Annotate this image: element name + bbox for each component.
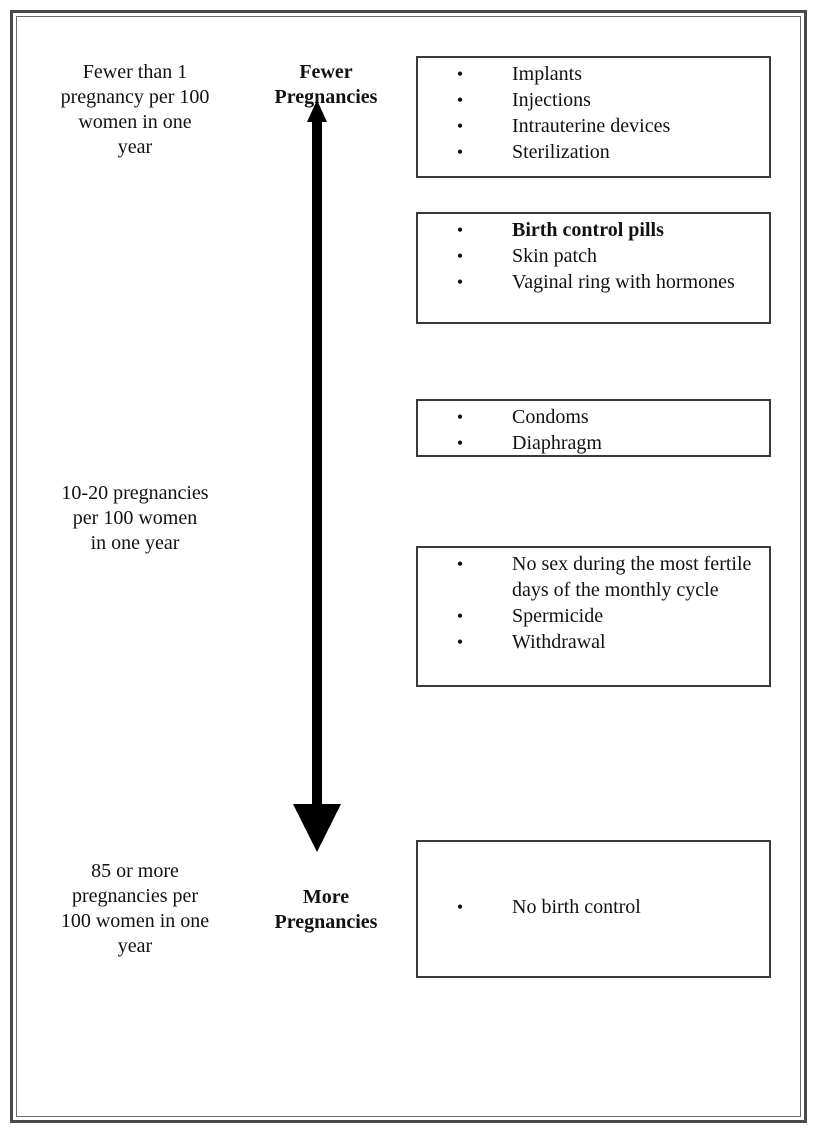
bullet-icon: • xyxy=(456,246,464,266)
inner-frame xyxy=(16,16,801,1117)
arrow-shaft xyxy=(312,118,322,808)
rate-label-middle: 10-20 pregnancies per 100 women in one y… xyxy=(61,482,209,554)
bullet-icon: • xyxy=(456,433,464,453)
bullet-icon: • xyxy=(456,272,464,292)
bullet-icon: • xyxy=(456,142,464,162)
method-item-injections: • Injections xyxy=(418,87,761,113)
bullet-icon: • xyxy=(456,220,464,240)
method-group-hormonal: • Birth control pills • Skin patch • Vagina… xyxy=(416,212,771,324)
method-label: Spermicide xyxy=(512,605,604,627)
bullet-icon: • xyxy=(456,116,464,136)
method-label: No sex during the most fertile days of t… xyxy=(512,553,752,601)
effectiveness-arrow xyxy=(293,100,341,852)
method-list: • Condoms • Diaphragm xyxy=(418,404,761,456)
method-item-iud: • Intrauterine devices xyxy=(418,113,761,139)
method-item-vaginal-ring: • Vaginal ring with hormones xyxy=(418,269,761,295)
method-item-pills: • Birth control pills xyxy=(418,217,761,243)
bullet-icon: • xyxy=(456,407,464,427)
method-list: • No birth control xyxy=(418,894,761,920)
method-group-none: • No birth control xyxy=(416,840,771,978)
method-label: Injections xyxy=(512,89,591,111)
bullet-icon: • xyxy=(456,64,464,84)
method-label: Vaginal ring with hormones xyxy=(512,271,735,293)
method-item-spermicide: • Spermicide xyxy=(418,603,761,629)
bullet-icon: • xyxy=(456,632,464,652)
rate-label-most: 85 or more pregnancies per 100 women in … xyxy=(60,860,210,957)
method-group-behavioral: • No sex during the most fertile days of … xyxy=(416,546,771,687)
more-pregnancies-label: More Pregnancies xyxy=(274,886,378,933)
method-label: Implants xyxy=(512,63,582,85)
method-label: Condoms xyxy=(512,406,589,428)
outer-frame xyxy=(10,10,807,1123)
method-item-implants: • Implants xyxy=(418,61,761,87)
method-list: • Implants • Injections • Intrauterine devi… xyxy=(418,61,761,165)
method-item-fertility-awareness: • No sex during the most fertile days of … xyxy=(418,551,761,603)
bullet-icon: • xyxy=(456,90,464,110)
method-label: Skin patch xyxy=(512,245,597,267)
method-list: • Birth control pills • Skin patch • Vagina… xyxy=(418,217,761,295)
method-label: Withdrawal xyxy=(512,631,606,653)
method-label: Birth control pills xyxy=(512,219,664,241)
arrow-head-down xyxy=(293,804,341,852)
method-list: • No sex during the most fertile days of … xyxy=(418,551,761,655)
method-item-withdrawal: • Withdrawal xyxy=(418,629,761,655)
arrow-head-up xyxy=(307,100,327,122)
method-item-diaphragm: • Diaphragm xyxy=(418,430,761,456)
method-label: Diaphragm xyxy=(512,432,602,454)
method-group-barrier: • Condoms • Diaphragm xyxy=(416,399,771,457)
method-item-no-birth-control: • No birth control xyxy=(418,894,761,920)
bullet-icon: • xyxy=(456,897,464,917)
method-item-sterilization: • Sterilization xyxy=(418,139,761,165)
method-label: Sterilization xyxy=(512,141,610,163)
method-label: Intrauterine devices xyxy=(512,115,671,137)
bullet-icon: • xyxy=(456,606,464,626)
bullet-icon: • xyxy=(456,554,464,574)
fewer-pregnancies-label: Fewer Pregnancies xyxy=(274,61,378,108)
method-group-most-effective: • Implants • Injections • Intrauterine devi… xyxy=(416,56,771,178)
rate-label-fewest: Fewer than 1 pregnancy per 100 women in … xyxy=(60,61,210,158)
method-item-skin-patch: • Skin patch xyxy=(418,243,761,269)
method-label: No birth control xyxy=(512,896,641,918)
method-item-condoms: • Condoms xyxy=(418,404,761,430)
